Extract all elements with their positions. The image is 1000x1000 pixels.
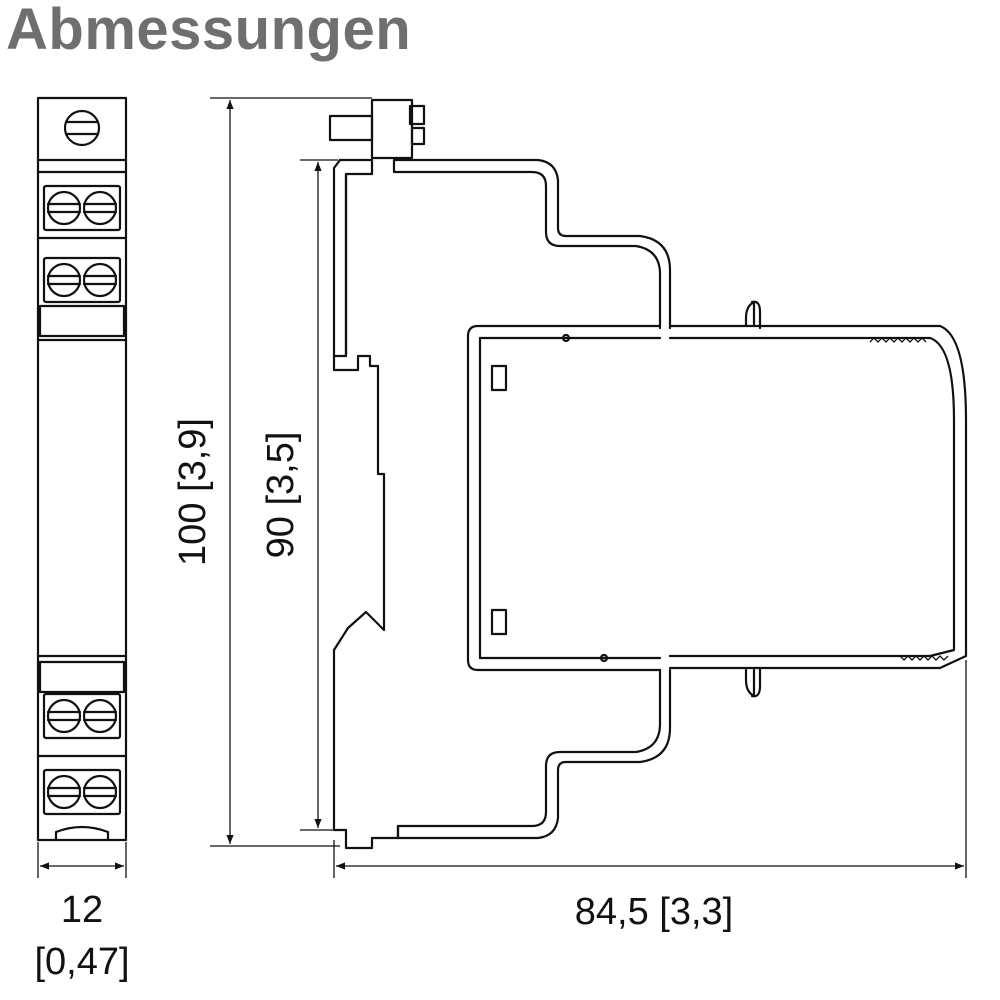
body-outline-top	[392, 158, 662, 330]
front-view: 12 [0,47]	[34, 96, 130, 983]
front-module-outline	[466, 324, 662, 672]
grip-ridges-top	[869, 337, 927, 343]
slot-bottom	[490, 608, 508, 636]
slot-top	[490, 364, 508, 392]
rail-height-dimension-label: 90 [3,5]	[260, 432, 302, 559]
grip-ridges-bottom	[899, 655, 949, 661]
width-dimension-value: 12	[61, 889, 103, 931]
page-title: Abmessungen	[6, 0, 412, 62]
total-height-dimension-label: 100 [3,9]	[172, 418, 214, 566]
terminal-pair-icon	[42, 768, 122, 816]
din-clip	[332, 158, 400, 850]
terminal-pair-icon	[42, 256, 122, 304]
width-dimension-inch: [0,47]	[34, 941, 129, 983]
front-housing-outline	[36, 96, 128, 842]
body-outline-bottom	[396, 668, 662, 840]
depth-dimension-label: 84,5 [3,3]	[575, 891, 733, 933]
side-view	[328, 98, 968, 850]
terminal-pair-icon	[42, 692, 122, 740]
screw-icon	[63, 109, 101, 147]
terminal-pair-icon	[42, 184, 122, 232]
height-dimensions: 100 [3,9] 90 [3,5]	[172, 97, 372, 847]
top-latch	[370, 98, 414, 160]
depth-dimension: 84,5 [3,3]	[333, 660, 967, 933]
